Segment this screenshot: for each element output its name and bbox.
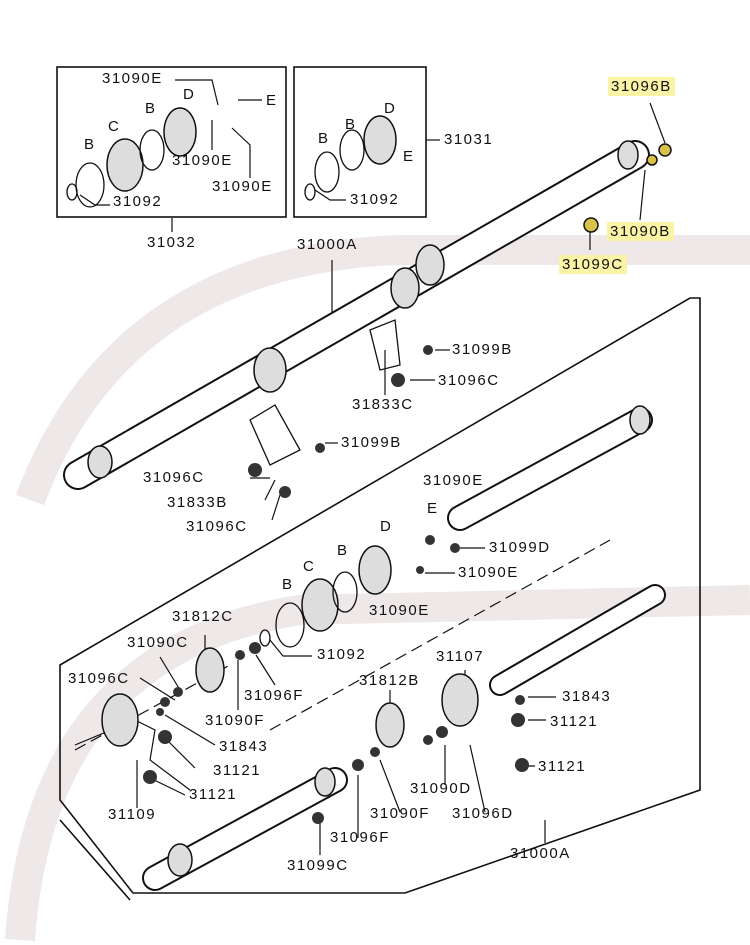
part-label[interactable]: E — [266, 92, 278, 109]
kit-box-31032 — [56, 66, 287, 218]
part-label[interactable]: 31000A — [510, 845, 571, 862]
part-label[interactable]: 31092 — [317, 646, 367, 663]
part-label[interactable]: 31000A — [297, 236, 358, 253]
part-label-highlighted[interactable]: 31099C — [559, 255, 627, 274]
part-label[interactable]: 31092 — [350, 191, 400, 208]
part-label[interactable]: 31099B — [341, 434, 402, 451]
part-label[interactable]: B — [318, 130, 330, 147]
part-label[interactable]: 31032 — [147, 234, 197, 251]
part-label[interactable]: 31096C — [143, 469, 205, 486]
part-label[interactable]: 31090F — [370, 805, 430, 822]
part-label[interactable]: E — [403, 148, 415, 165]
main-drive-shaft — [65, 142, 648, 488]
center-bearing-31109 — [101, 693, 139, 747]
part-label[interactable]: 31090E — [212, 178, 273, 195]
part-label-highlighted[interactable]: 31090B — [607, 222, 674, 241]
part-label[interactable]: B — [345, 116, 357, 133]
flange-31812C — [195, 647, 225, 693]
flange-yoke — [415, 244, 445, 286]
lower-drive-shaft — [491, 586, 664, 694]
part-label[interactable]: 31096D — [452, 805, 514, 822]
boot-d — [363, 115, 397, 165]
part-label[interactable]: 31096C — [438, 372, 500, 389]
part-label[interactable]: D — [384, 100, 397, 117]
flange-31812B — [375, 702, 405, 748]
part-label[interactable]: 31833C — [352, 396, 414, 413]
part-label[interactable]: 31090E — [423, 472, 484, 489]
rear-drive-shaft — [449, 409, 651, 529]
part-label[interactable]: 31833B — [167, 494, 228, 511]
part-label[interactable]: 31109 — [108, 806, 157, 823]
part-label[interactable]: C — [108, 118, 121, 135]
part-label[interactable]: B — [282, 576, 294, 593]
center-bearing — [390, 267, 420, 309]
part-label[interactable]: 31090E — [172, 152, 233, 169]
part-label[interactable]: 31031 — [444, 131, 494, 148]
part-label[interactable]: 31812C — [172, 608, 234, 625]
part-label[interactable]: 31121 — [550, 713, 599, 730]
joint-c — [301, 578, 339, 632]
part-label[interactable]: 31090F — [205, 712, 265, 729]
part-label[interactable]: 31096F — [330, 829, 390, 846]
part-label-highlighted[interactable]: 31096B — [608, 77, 675, 96]
part-label[interactable]: 31096C — [186, 518, 248, 535]
part-label[interactable]: 31096F — [244, 687, 304, 704]
part-label[interactable]: B — [145, 100, 157, 117]
part-label[interactable]: 31090D — [410, 780, 472, 797]
part-label[interactable]: 31812B — [359, 672, 420, 689]
boot-d — [358, 545, 392, 595]
part-label[interactable]: 31090E — [102, 70, 163, 87]
part-label[interactable]: 31090C — [127, 634, 189, 651]
part-label[interactable]: D — [183, 86, 196, 103]
center-bearing-31107 — [441, 673, 479, 727]
part-label[interactable]: 31096C — [68, 670, 130, 687]
part-label[interactable]: D — [380, 518, 393, 535]
part-label[interactable]: 31107 — [436, 648, 485, 665]
kit-box-31031 — [293, 66, 427, 218]
part-label[interactable]: B — [337, 542, 349, 559]
center-bearing — [253, 347, 287, 393]
part-label[interactable]: 31843 — [562, 688, 612, 705]
part-label[interactable]: 31090E — [369, 602, 430, 619]
part-label[interactable]: B — [84, 136, 96, 153]
part-label[interactable]: C — [303, 558, 316, 575]
part-label[interactable]: 31092 — [113, 193, 163, 210]
part-label[interactable]: 31121 — [189, 786, 238, 803]
boot-d — [163, 107, 197, 157]
part-label[interactable]: 31121 — [538, 758, 587, 775]
part-label[interactable]: 31099D — [489, 539, 551, 556]
part-label[interactable]: 31099C — [287, 857, 349, 874]
assembly-outline — [59, 297, 701, 894]
part-label[interactable]: 31121 — [213, 762, 262, 779]
part-label[interactable]: E — [427, 500, 439, 517]
joint-c — [106, 138, 144, 192]
part-label[interactable]: 31099B — [452, 341, 513, 358]
part-label[interactable]: 31843 — [219, 738, 269, 755]
part-label[interactable]: 31090E — [458, 564, 519, 581]
